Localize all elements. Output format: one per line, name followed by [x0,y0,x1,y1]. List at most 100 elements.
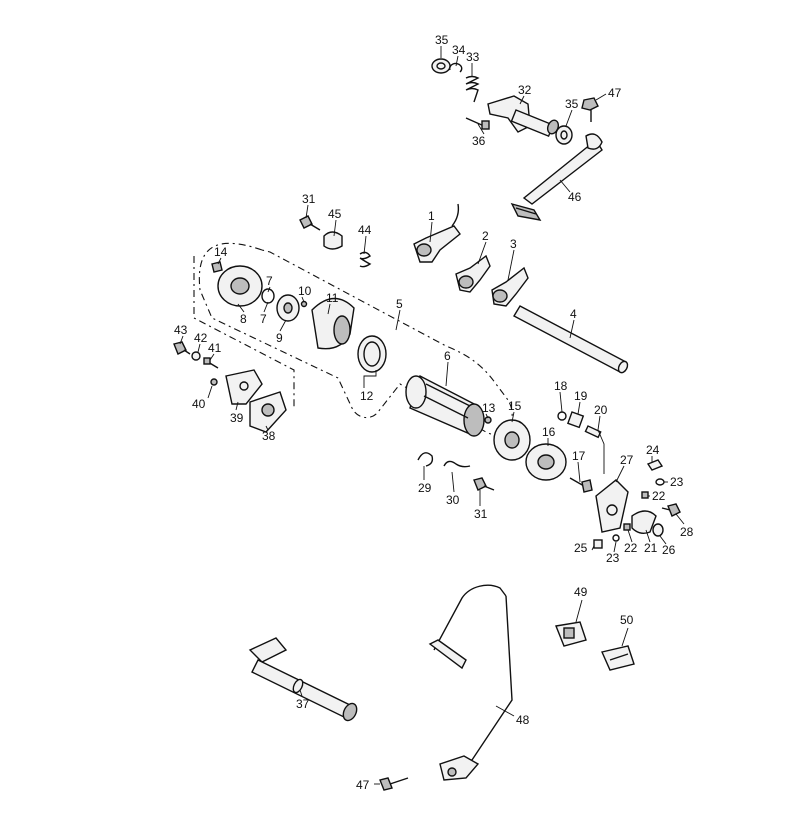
cam-16 [525,443,567,481]
cap-25 [593,539,603,549]
callout-49: 49 [574,585,588,599]
bolt-36 [465,117,490,130]
shift-drum-6 [405,374,485,437]
callout-7-lower: 7 [260,312,267,326]
callout-20: 20 [594,403,608,417]
callout-labels: 35 34 33 32 35 47 36 46 31 45 44 1 2 3 4… [174,33,694,792]
callout-50: 50 [620,613,634,627]
callout-1: 1 [428,209,435,223]
callout-6: 6 [444,349,451,363]
brake-pedal-48 [428,584,513,781]
shift-fork-1 [413,203,461,263]
callout-43: 43 [174,323,188,337]
bolt-41 [203,357,219,369]
callout-15: 15 [508,399,522,413]
spring-22-bottom [623,523,631,531]
bolt-14 [211,261,223,273]
callout-10: 10 [298,284,312,298]
callout-25: 25 [574,541,588,555]
fork-shaft-4 [513,305,629,374]
spring-30 [443,460,471,468]
washer-35-top [431,58,451,74]
callout-7-upper: 7 [266,274,273,288]
callout-41: 41 [208,341,222,355]
spring-22-top [641,491,649,499]
callout-23-top: 23 [670,475,684,489]
callout-2: 2 [482,229,489,243]
callout-27: 27 [620,453,634,467]
plate-38 [249,391,287,433]
callout-35-top: 35 [435,33,449,47]
callout-18: 18 [554,379,568,393]
callout-26: 26 [662,543,676,557]
callout-37: 37 [296,697,310,711]
bolt-47-bottom [379,777,409,791]
circlip-34 [449,62,463,73]
callout-38: 38 [262,429,276,443]
shift-pedal-46 [510,133,603,221]
shift-arm-32 [487,95,560,138]
ring-18 [557,411,567,421]
callout-12: 12 [360,389,374,403]
callout-48: 48 [516,713,530,727]
bolt-31-upper [299,215,321,231]
assembly-group-outline [198,242,513,435]
callout-45: 45 [328,207,342,221]
callout-46: 46 [568,190,582,204]
pin-23-top [655,478,665,486]
shift-shaft-37 [248,637,358,722]
collar-19 [566,411,585,429]
pin-40 [210,378,218,386]
callout-39: 39 [230,411,244,425]
spring-29 [417,452,434,467]
washer-35-right [555,125,573,145]
bolt-31-lower [473,477,495,491]
bearing-9 [276,294,300,322]
callout-47-bottom: 47 [356,778,370,792]
clip-45 [323,231,343,250]
callout-21: 21 [644,541,658,555]
callout-31-upper: 31 [302,192,316,206]
callout-36: 36 [472,134,486,148]
callout-42: 42 [194,331,208,345]
callout-3: 3 [510,237,517,251]
callout-32: 32 [518,83,532,97]
callout-47-top: 47 [608,86,622,100]
callout-40: 40 [192,397,206,411]
spring-44 [359,251,372,268]
callout-8: 8 [240,312,247,326]
stopper-plate-27 [595,479,629,533]
pin-10 [300,300,308,308]
bracket-39 [225,369,263,405]
bearing-15 [493,419,531,461]
callout-31-lower: 31 [474,507,488,521]
pin-23-bottom [612,534,620,542]
pin-20 [584,425,602,439]
callout-19: 19 [574,389,588,403]
bolt-17 [569,477,593,493]
washer-26 [652,523,664,537]
shift-fork-2 [455,254,491,293]
callout-9: 9 [276,331,283,345]
ring-12 [357,335,387,373]
callout-35-right: 35 [565,97,579,111]
bolt-28 [661,503,681,517]
shift-fork-3 [491,266,529,307]
callout-44: 44 [358,223,372,237]
bolt-47-top [581,97,599,122]
callout-5: 5 [396,297,403,311]
bushing-49 [555,621,587,647]
callout-33: 33 [466,50,480,64]
callout-4: 4 [570,307,577,321]
callout-23-bottom: 23 [606,551,620,565]
callout-22-bottom: 22 [624,541,638,555]
clip-50 [601,645,635,671]
callout-17: 17 [572,449,586,463]
callout-22-top: 22 [652,489,666,503]
callout-13: 13 [482,401,496,415]
spring-33 [465,75,480,103]
callout-28: 28 [680,525,694,539]
callout-14: 14 [214,245,228,259]
cam-21 [631,510,657,535]
